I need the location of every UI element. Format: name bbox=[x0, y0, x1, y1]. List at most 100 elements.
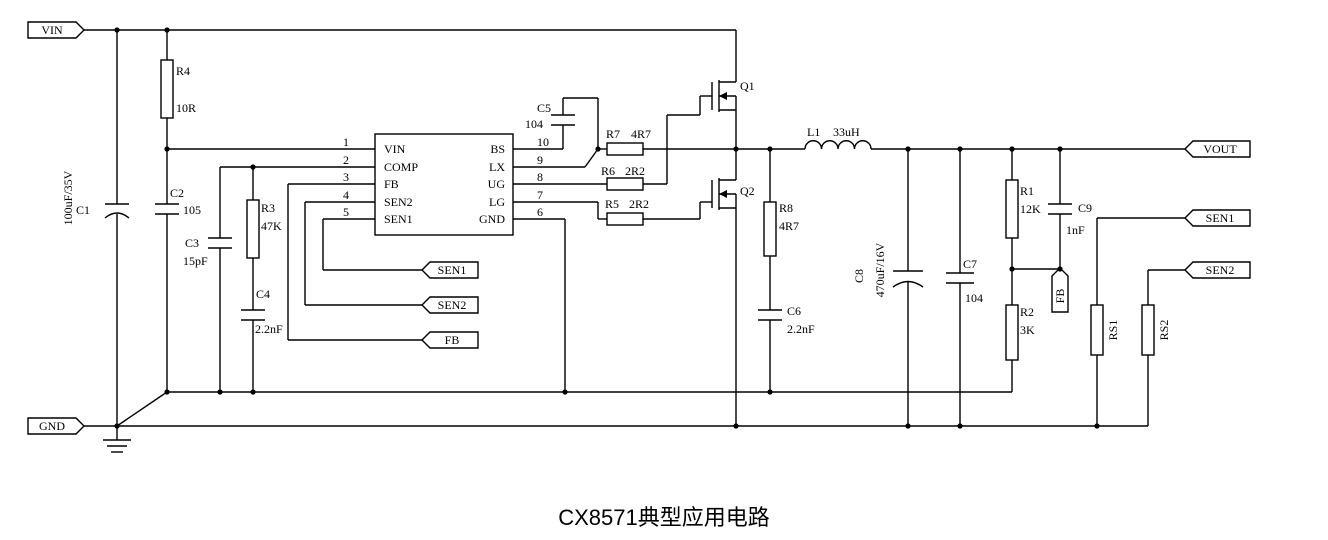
sen2-input-port: SEN2 bbox=[421, 296, 479, 314]
capacitor-c4: C4 2.2nF bbox=[241, 287, 283, 336]
svg-text:15pF: 15pF bbox=[183, 254, 208, 268]
svg-text:47K: 47K bbox=[261, 219, 282, 233]
svg-text:LX: LX bbox=[489, 160, 505, 174]
svg-text:2.2nF: 2.2nF bbox=[255, 322, 283, 336]
fb-tag: FB bbox=[1051, 267, 1069, 313]
svg-text:SEN2: SEN2 bbox=[1206, 263, 1235, 277]
ic-cx8571: VIN COMP FB SEN2 SEN1 1 2 3 4 5 BS LX UG… bbox=[343, 133, 549, 236]
capacitor-c6: C6 2.2nF bbox=[758, 304, 815, 336]
svg-text:VIN: VIN bbox=[384, 142, 406, 156]
mosfet-q2: Q2 bbox=[700, 178, 755, 210]
figure-caption: CX8571典型应用电路 bbox=[558, 505, 770, 530]
capacitor-c9: C9 1nF bbox=[1048, 201, 1092, 237]
svg-text:2R2: 2R2 bbox=[625, 164, 645, 178]
svg-text:FB: FB bbox=[445, 333, 460, 347]
svg-text:GND: GND bbox=[39, 419, 65, 433]
svg-text:GND: GND bbox=[479, 212, 505, 226]
sen1-input-port: SEN1 bbox=[421, 261, 479, 279]
svg-text:3K: 3K bbox=[1020, 323, 1035, 337]
resistor-r8: R8 4R7 bbox=[763, 201, 799, 257]
svg-text:C6: C6 bbox=[787, 304, 801, 318]
svg-text:UG: UG bbox=[488, 177, 506, 191]
resistor-r7: R7 4R7 bbox=[606, 127, 651, 156]
svg-text:SEN1: SEN1 bbox=[438, 263, 467, 277]
resistor-r1: R1 12K bbox=[1005, 179, 1041, 239]
svg-text:104: 104 bbox=[525, 117, 543, 131]
svg-text:470uF/16V: 470uF/16V bbox=[873, 242, 887, 297]
svg-text:SEN2: SEN2 bbox=[438, 298, 467, 312]
svg-text:2.2nF: 2.2nF bbox=[787, 322, 815, 336]
resistor-rs1: RS1 bbox=[1090, 304, 1120, 356]
svg-text:100uF/35V: 100uF/35V bbox=[61, 170, 75, 225]
fb-input-port: FB bbox=[421, 331, 479, 349]
svg-text:4: 4 bbox=[343, 188, 349, 202]
svg-text:VIN: VIN bbox=[41, 23, 63, 37]
ic-pin-labels-right: BS LX UG LG GND 10 9 8 7 6 bbox=[479, 135, 549, 226]
svg-text:10: 10 bbox=[537, 135, 549, 149]
resistor-rs2: RS2 bbox=[1141, 304, 1171, 356]
svg-text:Q1: Q1 bbox=[740, 79, 755, 93]
svg-text:2: 2 bbox=[343, 153, 349, 167]
svg-text:8: 8 bbox=[537, 170, 543, 184]
svg-text:4R7: 4R7 bbox=[779, 219, 799, 233]
svg-text:VOUT: VOUT bbox=[1203, 142, 1237, 156]
resistor-r2: R2 3K bbox=[1005, 304, 1035, 361]
svg-text:L1: L1 bbox=[807, 125, 820, 139]
svg-text:12K: 12K bbox=[1020, 202, 1041, 216]
svg-text:1nF: 1nF bbox=[1066, 223, 1085, 237]
svg-text:4R7: 4R7 bbox=[631, 127, 651, 141]
svg-text:2R2: 2R2 bbox=[629, 197, 649, 211]
capacitor-c3: C3 15pF bbox=[183, 236, 232, 268]
svg-text:BS: BS bbox=[490, 142, 505, 156]
svg-text:C8: C8 bbox=[852, 269, 866, 283]
capacitor-c7: C7 104 bbox=[946, 257, 983, 305]
gnd-port: GND bbox=[27, 417, 85, 435]
wires bbox=[84, 29, 1185, 453]
svg-text:5: 5 bbox=[343, 205, 349, 219]
junction-dots bbox=[114, 27, 1100, 429]
svg-text:C1: C1 bbox=[76, 203, 90, 217]
svg-text:7: 7 bbox=[537, 188, 543, 202]
svg-text:RS1: RS1 bbox=[1106, 320, 1120, 341]
capacitor-c8: C8 470uF/16V bbox=[852, 242, 924, 297]
svg-text:SEN2: SEN2 bbox=[384, 195, 413, 209]
svg-text:C9: C9 bbox=[1078, 201, 1092, 215]
resistor-r4: R4 10R bbox=[160, 59, 196, 119]
resistor-r6: R6 2R2 bbox=[601, 164, 645, 191]
svg-text:FB: FB bbox=[384, 177, 399, 191]
svg-text:R6: R6 bbox=[601, 164, 615, 178]
schematic-diagram: VIN GND VOUT SEN1 SEN2 SEN1 SEN2 FB FB bbox=[27, 21, 1251, 453]
svg-text:R7: R7 bbox=[606, 127, 620, 141]
svg-text:6: 6 bbox=[537, 205, 543, 219]
svg-text:SEN1: SEN1 bbox=[1206, 211, 1235, 225]
svg-text:COMP: COMP bbox=[384, 160, 418, 174]
vin-port: VIN bbox=[27, 21, 85, 39]
svg-text:RS2: RS2 bbox=[1157, 320, 1171, 341]
svg-text:33uH: 33uH bbox=[833, 125, 860, 139]
svg-text:C4: C4 bbox=[256, 287, 270, 301]
svg-text:R4: R4 bbox=[176, 64, 190, 78]
mosfet-q1: Q1 bbox=[700, 79, 755, 112]
svg-text:10R: 10R bbox=[176, 101, 196, 115]
svg-text:R2: R2 bbox=[1020, 305, 1034, 319]
sen1-output-port: SEN1 bbox=[1184, 209, 1251, 227]
svg-text:C5: C5 bbox=[537, 101, 551, 115]
svg-text:R8: R8 bbox=[779, 201, 793, 215]
sen2-output-port: SEN2 bbox=[1184, 261, 1251, 279]
svg-text:105: 105 bbox=[183, 203, 201, 217]
svg-text:C3: C3 bbox=[185, 236, 199, 250]
svg-text:3: 3 bbox=[343, 170, 349, 184]
svg-text:Q2: Q2 bbox=[740, 184, 755, 198]
inductor-l1: L1 33uH bbox=[804, 125, 872, 150]
svg-text:R1: R1 bbox=[1020, 184, 1034, 198]
svg-text:SEN1: SEN1 bbox=[384, 212, 413, 226]
resistor-r5: R5 2R2 bbox=[605, 197, 649, 226]
svg-text:R5: R5 bbox=[605, 197, 619, 211]
capacitor-c2: C2 105 bbox=[155, 186, 201, 217]
capacitor-c5: C5 104 bbox=[525, 101, 575, 131]
svg-text:R3: R3 bbox=[261, 201, 275, 215]
svg-text:LG: LG bbox=[489, 195, 505, 209]
svg-text:104: 104 bbox=[965, 291, 983, 305]
svg-text:FB: FB bbox=[1053, 289, 1067, 304]
svg-text:C2: C2 bbox=[170, 186, 184, 200]
